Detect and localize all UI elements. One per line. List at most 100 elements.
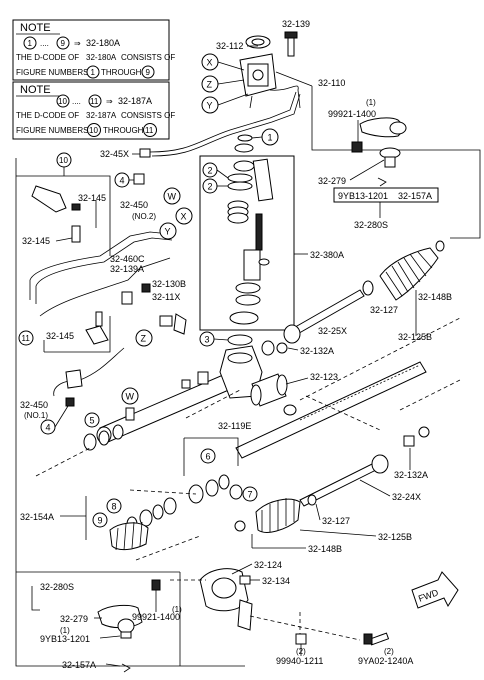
label-32-154a: 32-154A — [20, 512, 54, 522]
inner-tie-rod-lower — [299, 426, 430, 507]
callout-6: 6 — [200, 448, 216, 464]
callout-8: 8 — [106, 498, 122, 514]
callout-4-left: 4 — [40, 419, 56, 435]
note-1-line1-prefix: THE D-CODE OF — [16, 53, 79, 62]
label-32-139a: 32-139A — [110, 264, 144, 274]
callout-z-left: Z — [135, 329, 153, 347]
callout-x-top: X — [201, 53, 219, 71]
note-2-range-from: 10 — [58, 97, 67, 106]
label-32-125b-top: 32-125B — [398, 332, 432, 342]
note-2-arrow: ⇒ — [106, 97, 113, 106]
label-32-157a-bot: 32-157A — [62, 660, 96, 670]
fwd-arrow-icon: FWD — [411, 571, 459, 609]
svg-text:6: 6 — [206, 452, 211, 462]
label-32-145-c: 32-145 — [46, 331, 74, 341]
note-2-arrow-code: 32-187A — [118, 96, 152, 106]
sleeve-32-123 — [250, 373, 297, 416]
svg-text:X: X — [181, 212, 187, 222]
callout-w-top: W — [163, 187, 181, 205]
svg-text:4: 4 — [120, 176, 125, 186]
pipes-32-450 — [29, 231, 173, 317]
lower-boot — [234, 494, 317, 533]
note-2-line2-from: 10 — [89, 126, 98, 135]
label-no1: (NO.1) — [24, 411, 48, 420]
svg-text:8: 8 — [112, 502, 117, 512]
box-11: 11 — [18, 311, 111, 353]
label-32-157a-top: 32-157A — [398, 191, 432, 201]
label-32-139: 32-139 — [282, 19, 310, 29]
note-1-dots: .... — [40, 39, 49, 48]
pinion-housing-group — [239, 31, 313, 109]
svg-text:Z: Z — [207, 80, 213, 90]
label-32-110: 32-110 — [318, 78, 345, 88]
svg-text:1: 1 — [268, 133, 273, 143]
note-2-line1-code: 32-187A — [86, 111, 117, 120]
note-2-title: NOTE — [20, 84, 51, 96]
label-99921-1400-top: 99921-1400 — [328, 109, 376, 119]
note-1-range-from: 1 — [28, 39, 33, 48]
note-2-dots: .... — [72, 97, 81, 106]
label-32-112: 32-112 — [216, 41, 243, 51]
note-1-title: NOTE — [20, 22, 51, 34]
label-32-132a-bot: 32-132A — [394, 470, 428, 480]
label-32-119e: 32-119E — [218, 421, 251, 431]
svg-text:Z: Z — [141, 334, 147, 344]
label-32-45x: 32-45X — [100, 149, 129, 159]
label-32-279-top: 32-279 — [318, 176, 346, 186]
note-1-line1-code: 32-180A — [86, 53, 117, 62]
callout-1: 1 — [261, 128, 279, 146]
label-99940-1211: 99940-1211 — [276, 656, 323, 666]
callout-9: 9 — [92, 512, 108, 528]
label-32-450-no1: 32-450 — [20, 400, 48, 410]
callout-y-top: Y — [201, 96, 219, 114]
svg-text:X: X — [207, 58, 213, 68]
label-1-bot: (1) — [172, 605, 182, 614]
note-2-line2-mid: THROUGH — [103, 126, 144, 135]
label-32-148b-top: 32-148B — [418, 292, 452, 302]
label-9yb13-1201-top: 9YB13-1201 — [338, 191, 388, 201]
label-no2: (NO.2) — [132, 212, 156, 221]
callout-y-left: Y — [159, 222, 177, 240]
callout-z-top: Z — [201, 75, 219, 93]
label-2b: (2) — [384, 647, 394, 656]
note-1-line1-suffix: CONSISTS OF — [121, 53, 175, 62]
callout-2a: 2 — [202, 162, 218, 178]
note-2-line2-to: 11 — [145, 126, 154, 135]
note-2-line1-suffix: CONSISTS OF — [121, 111, 175, 120]
tie-rod-end-top — [351, 117, 407, 187]
box-10: 10 — [16, 152, 111, 256]
callout-7: 7 — [242, 486, 258, 502]
bolt-9ya02-1240a — [363, 632, 390, 646]
note-1-range-to: 9 — [61, 39, 66, 48]
label-9yb13-1201-bot: 9YB13-1201 — [40, 634, 90, 644]
label-32-127-top: 32-127 — [370, 305, 398, 315]
rack-bar — [235, 361, 427, 459]
callout-x-left: X — [175, 207, 193, 225]
note-box-1: NOTE 1 .... 9 ⇒ 32-180A THE D-CODE OF 32… — [12, 19, 175, 81]
pipe-32-45x — [139, 91, 301, 158]
callout-4-top: 4 — [114, 172, 130, 188]
label-32-130b: 32-130B — [152, 279, 186, 289]
note-1-line2-prefix: FIGURE NUMBERS — [16, 68, 88, 77]
label-32-280s-bot: 32-280S — [40, 582, 74, 592]
callout-w-mid: W — [121, 387, 139, 405]
label-9ya02-1240a: 9YA02-1240A — [358, 656, 413, 666]
label-32-280s-top: 32-280S — [354, 220, 388, 230]
svg-text:11: 11 — [22, 334, 31, 343]
svg-text:3: 3 — [205, 335, 210, 345]
label-1-bot2: (1) — [60, 626, 70, 635]
bolt-99940-1211 — [295, 633, 307, 656]
group-32-119e: 32-119E 6 7 — [183, 421, 258, 504]
label-32-132a-top: 32-132A — [300, 346, 334, 356]
svg-text:Y: Y — [207, 101, 213, 111]
note-2-range-to: 11 — [90, 97, 99, 106]
svg-text:W: W — [168, 192, 177, 202]
label-2a: (2) — [296, 647, 306, 656]
label-32-124: 32-124 — [254, 560, 282, 570]
label-32-24x: 32-24X — [392, 492, 421, 502]
tie-rod-end-bottom — [97, 579, 161, 673]
svg-text:7: 7 — [248, 490, 253, 500]
note-box-2: NOTE 10 .... 11 ⇒ 32-187A THE D-CODE OF … — [12, 81, 175, 140]
label-32-148b-bot: 32-148B — [308, 544, 342, 554]
label-32-450-no2: 32-450 — [120, 200, 148, 210]
